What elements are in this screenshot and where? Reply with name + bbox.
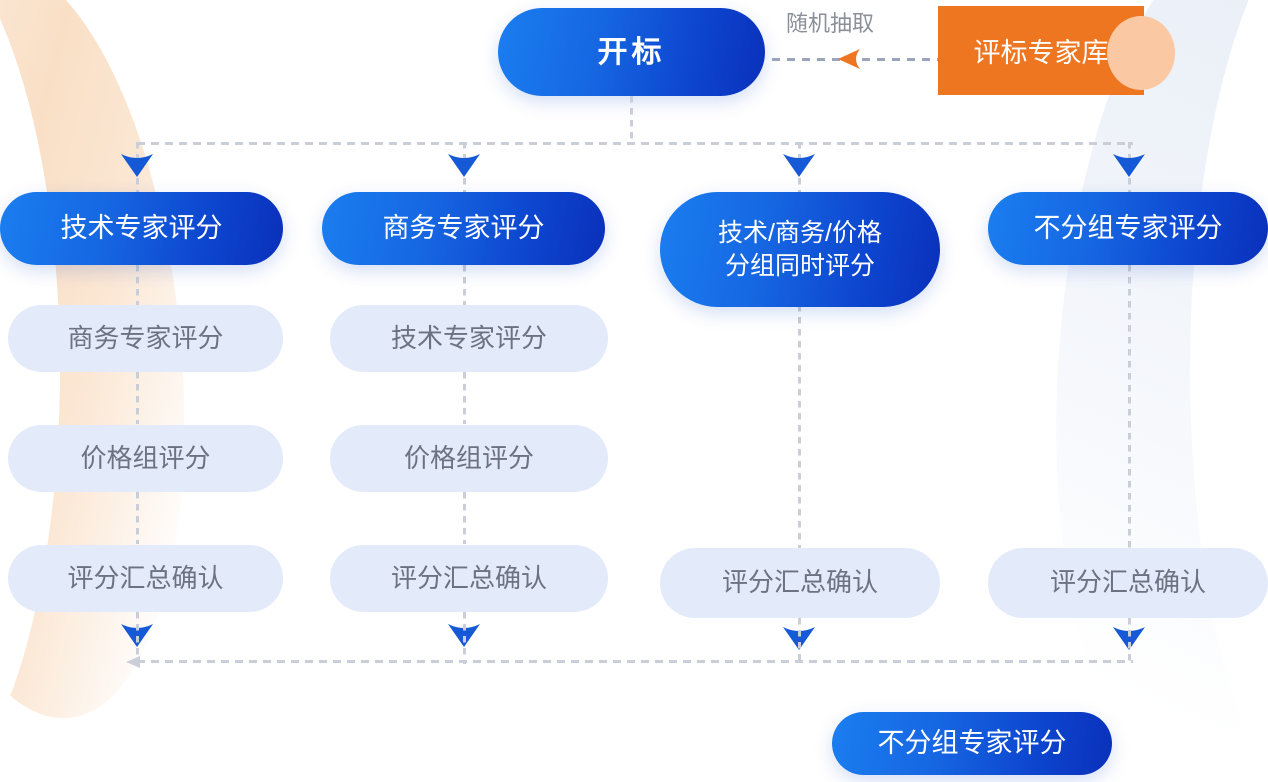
expert-pool-label[interactable]: 评标专家库 bbox=[973, 38, 1109, 68]
node-col1-step4[interactable]: 评分汇总确认 bbox=[8, 545, 283, 612]
connector-col3-s1-s2 bbox=[798, 305, 801, 550]
arrow-left-icon bbox=[836, 46, 862, 72]
node-col2-step1[interactable]: 商务专家评分 bbox=[322, 192, 605, 265]
connector-col2-to-bottom bbox=[463, 612, 466, 664]
decorative-arc-right bbox=[1024, 0, 1268, 772]
connector-openbid-stub bbox=[630, 96, 633, 144]
arrow-down-icon-col3 bbox=[781, 152, 817, 178]
connector-col2-s3-s4 bbox=[463, 492, 466, 544]
connector-col1-to-bottom bbox=[136, 612, 139, 664]
node-col4-step2-label: 评分汇总确认 bbox=[1049, 567, 1206, 598]
node-col1-step2[interactable]: 商务专家评分 bbox=[8, 305, 283, 372]
connector-bottom-bus bbox=[137, 660, 1133, 663]
node-bottom-ungrouped-label: 不分组专家评分 bbox=[877, 727, 1067, 758]
arrow-down-icon-col1 bbox=[119, 152, 155, 178]
node-bottom-ungrouped[interactable]: 不分组专家评分 bbox=[832, 712, 1112, 775]
node-open-bid-label: 开标 bbox=[597, 35, 666, 69]
expert-pool-cylinder-cap bbox=[1107, 16, 1175, 90]
node-col1-step1-label: 技术专家评分 bbox=[60, 212, 223, 243]
arrow-down-icon-col2 bbox=[446, 152, 482, 178]
node-col2-step2-label: 技术专家评分 bbox=[390, 322, 547, 353]
node-col2-step3-label: 价格组评分 bbox=[403, 442, 534, 473]
arrow-down-icon-col4 bbox=[1111, 152, 1147, 178]
connector-col1-s3-s4 bbox=[136, 492, 139, 544]
node-col1-step4-label: 评分汇总确认 bbox=[67, 562, 224, 593]
node-col3-step1[interactable]: 技术/商务/价格 分组同时评分 bbox=[660, 192, 940, 307]
connector-col1-s2-s3 bbox=[136, 372, 139, 424]
node-col2-step4-label: 评分汇总确认 bbox=[390, 562, 547, 593]
node-col4-step1[interactable]: 不分组专家评分 bbox=[988, 192, 1268, 265]
arrow-left-icon-bottom-bus bbox=[126, 655, 142, 669]
node-col3-step2-label: 评分汇总确认 bbox=[721, 567, 878, 598]
node-col1-step3[interactable]: 价格组评分 bbox=[8, 425, 283, 492]
node-col1-step1[interactable]: 技术专家评分 bbox=[0, 192, 283, 265]
node-col2-step2[interactable]: 技术专家评分 bbox=[330, 305, 608, 372]
decorative-arc-right-mask bbox=[1190, 0, 1268, 782]
node-col2-step1-label: 商务专家评分 bbox=[382, 212, 545, 243]
connector-col1-s1-s2 bbox=[136, 265, 139, 305]
node-col3-step1-label: 技术/商务/价格 分组同时评分 bbox=[718, 219, 882, 280]
node-col2-step3[interactable]: 价格组评分 bbox=[330, 425, 608, 492]
decorative-arc-left-mask bbox=[0, 0, 60, 782]
node-col2-step4[interactable]: 评分汇总确认 bbox=[330, 545, 608, 612]
connector-col3-to-bottom bbox=[798, 618, 801, 664]
node-col4-step1-label: 不分组专家评分 bbox=[1033, 212, 1223, 243]
node-col3-step2[interactable]: 评分汇总确认 bbox=[660, 548, 940, 618]
random-draw-label: 随机抽取 bbox=[786, 11, 875, 36]
node-col1-step2-label: 商务专家评分 bbox=[67, 322, 224, 353]
connector-col2-s1-s2 bbox=[463, 265, 466, 305]
connector-col2-s2-s3 bbox=[463, 372, 466, 424]
connector-col4-to-bottom bbox=[1128, 618, 1131, 664]
node-col1-step3-label: 价格组评分 bbox=[80, 442, 211, 473]
connector-col4-s1-s2 bbox=[1128, 265, 1131, 550]
node-open-bid[interactable]: 开标 bbox=[498, 8, 765, 96]
connector-top-bus bbox=[137, 142, 1133, 145]
node-col4-step2[interactable]: 评分汇总确认 bbox=[988, 548, 1268, 618]
